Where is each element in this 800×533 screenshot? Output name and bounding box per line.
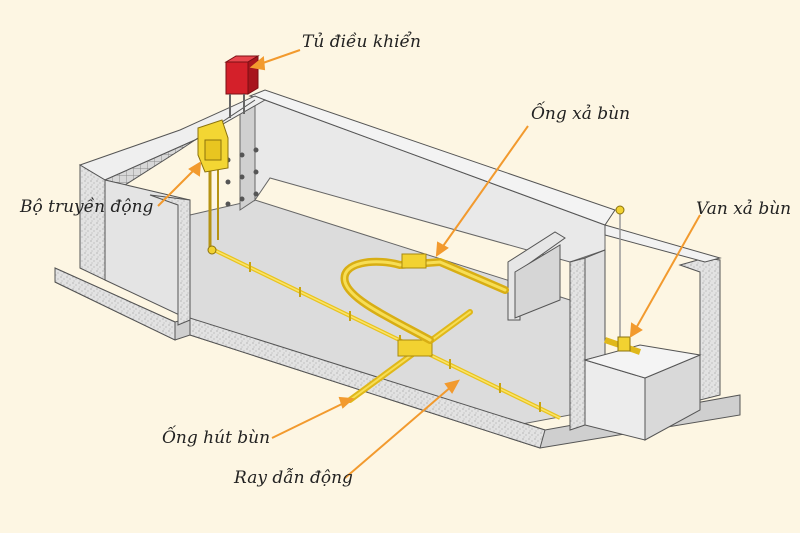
leader-valve xyxy=(634,214,701,331)
label-sludge-discharge-pipe: Ống xả bùn xyxy=(531,104,631,124)
label-drive-rail: Ray dẫn động xyxy=(234,468,353,488)
sludge-suction-pipe xyxy=(347,309,473,403)
leader-drive-unit xyxy=(157,167,197,207)
sludge-discharge-pipe xyxy=(340,253,509,344)
label-sludge-discharge-valve: Van xả bùn xyxy=(696,199,792,219)
label-control-cabinet: Tủ điều khiển xyxy=(302,32,421,52)
label-drive-unit: Bộ truyền động xyxy=(20,197,154,217)
label-sludge-suction-pipe: Ống hút bùn xyxy=(162,428,271,448)
leader-lines xyxy=(157,49,701,479)
leader-control-cabinet xyxy=(259,49,301,65)
drive-rail xyxy=(209,246,561,420)
left-wall-top xyxy=(78,95,267,181)
leader-suction-pipe xyxy=(271,401,347,439)
right-chamber-divider xyxy=(569,257,586,431)
sludge-discharge-valve xyxy=(604,205,641,355)
leader-discharge-pipe xyxy=(440,125,529,250)
tank-structure xyxy=(54,89,741,449)
drive-unit xyxy=(197,119,229,255)
leader-drive-rail xyxy=(344,385,453,479)
